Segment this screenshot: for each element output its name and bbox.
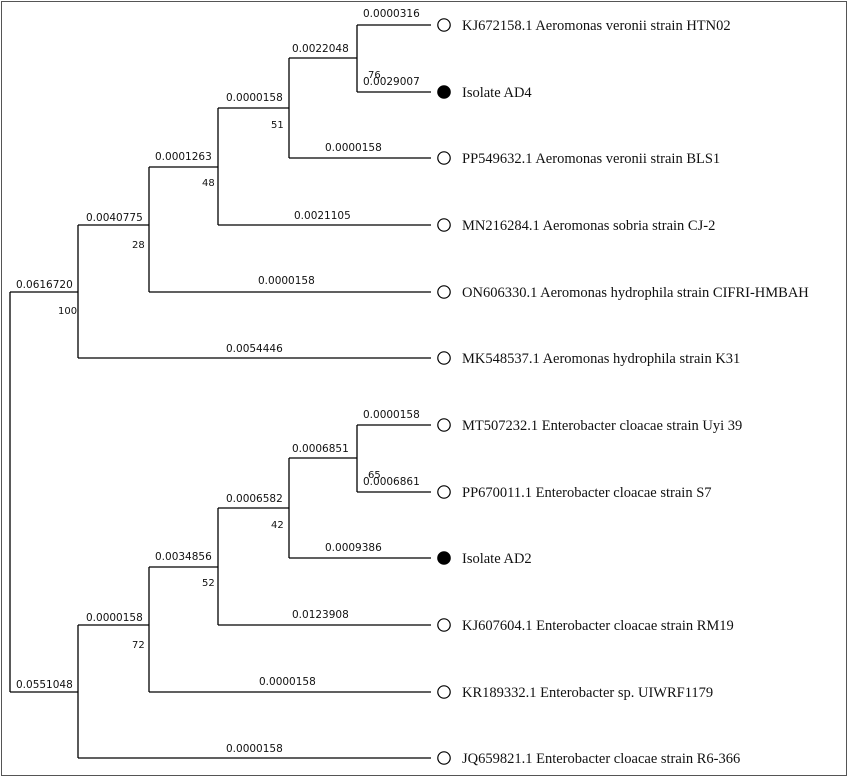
leaf-marker-L4	[437, 218, 451, 232]
leaf-marker-L5	[437, 285, 451, 299]
branch-length-A5: 0.0616720	[16, 279, 73, 291]
leaf-label-L5: ON606330.1 Aeromonas hydrophila strain C…	[462, 285, 809, 301]
branch-length-L10: 0.0123908	[292, 609, 349, 621]
leaf-label-L10: KJ607604.1 Enterobacter cloacae strain R…	[462, 618, 734, 634]
branch-length-L2: 0.0029007	[363, 76, 420, 88]
leaf-marker-L12	[437, 751, 451, 765]
branch-length-L12: 0.0000158	[226, 743, 283, 755]
branch-length-L6: 0.0054446	[226, 343, 283, 355]
bootstrap-E2: 42	[271, 520, 284, 531]
branch-length-L9: 0.0009386	[325, 542, 382, 554]
bootstrap-E4: 72	[132, 640, 145, 651]
leaf-label-L6: MK548537.1 Aeromonas hydrophila strain K…	[462, 351, 740, 367]
bootstrap-A1: 76	[368, 70, 381, 81]
branch-length-E3: 0.0034856	[155, 551, 212, 563]
branch-length-E2: 0.0006582	[226, 493, 283, 505]
branch-length-L8: 0.0006861	[363, 476, 420, 488]
branch-length-E5: 0.0551048	[16, 679, 73, 691]
leaf-label-L11: KR189332.1 Enterobacter sp. UIWRF1179	[462, 685, 713, 701]
bootstrap-A5: 100	[58, 306, 77, 317]
branch-length-L1: 0.0000316	[363, 8, 420, 20]
leaf-marker-L11	[437, 685, 451, 699]
branch-length-L7: 0.0000158	[363, 409, 420, 421]
branch-length-L4: 0.0021105	[294, 210, 351, 222]
bootstrap-E3: 52	[202, 578, 215, 589]
bootstrap-E1: 65	[368, 470, 381, 481]
branch-length-A2: 0.0000158	[226, 92, 283, 104]
bootstrap-A2: 51	[271, 120, 284, 131]
leaf-label-L12: JQ659821.1 Enterobacter cloacae strain R…	[462, 751, 740, 767]
branch-length-E4: 0.0000158	[86, 612, 143, 624]
tree-branches	[9, 24, 431, 759]
leaf-label-L8: PP670011.1 Enterobacter cloacae strain S…	[462, 485, 712, 501]
leaf-marker-L9	[437, 551, 451, 565]
leaf-label-L2: Isolate AD4	[462, 85, 532, 101]
branch-length-A1: 0.0022048	[292, 43, 349, 55]
leaf-label-L3: PP549632.1 Aeromonas veronii strain BLS1	[462, 151, 720, 167]
leaf-label-L7: MT507232.1 Enterobacter cloacae strain U…	[462, 418, 742, 434]
leaf-marker-L10	[437, 618, 451, 632]
branch-length-L11: 0.0000158	[259, 676, 316, 688]
branch-length-A4: 0.0040775	[86, 212, 143, 224]
leaf-label-L4: MN216284.1 Aeromonas sobria strain CJ-2	[462, 218, 715, 234]
leaf-marker-L7	[437, 418, 451, 432]
leaf-marker-L2	[437, 85, 451, 99]
branch-length-L5: 0.0000158	[258, 275, 315, 287]
leaf-marker-L1	[437, 18, 451, 32]
branch-length-E1: 0.0006851	[292, 443, 349, 455]
leaf-marker-L3	[437, 151, 451, 165]
bootstrap-A4: 28	[132, 240, 145, 251]
leaf-label-L1: KJ672158.1 Aeromonas veronii strain HTN0…	[462, 18, 731, 34]
leaf-marker-L8	[437, 485, 451, 499]
leaf-label-L9: Isolate AD2	[462, 551, 532, 567]
branch-length-L3: 0.0000158	[325, 142, 382, 154]
tree-labels: 0.0000316 0.0029007 0.0000158 0.0021105 …	[16, 8, 809, 767]
leaf-marker-L6	[437, 351, 451, 365]
bootstrap-A3: 48	[202, 178, 215, 189]
branch-length-A3: 0.0001263	[155, 151, 212, 163]
